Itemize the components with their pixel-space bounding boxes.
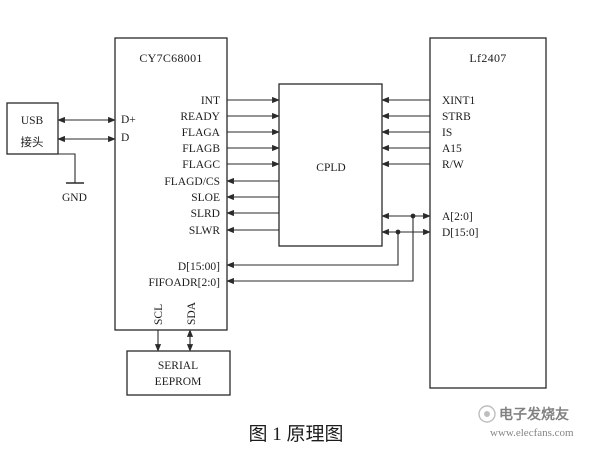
dsp-pin-xint1: XINT1 <box>442 95 475 107</box>
gnd-wire <box>58 153 76 183</box>
usb-label-connector: 接头 <box>21 136 44 149</box>
usb-label: USB <box>21 115 44 127</box>
junction-addr <box>410 213 416 219</box>
mcu-pin-dplus: D+ <box>121 114 136 126</box>
bus-wires <box>226 212 431 285</box>
mcu-cpld-signals <box>226 96 280 234</box>
cy7c68001-chip: CY7C68001 D+ D INT READY FLAGA FLAGB FLA… <box>114 37 228 331</box>
watermark-text: 电子发烧友 <box>499 406 569 423</box>
serial-eeprom: SERIAL EEPROM <box>126 350 231 396</box>
mcu-pin-fifoadr: FIFOADR[2:0] <box>148 277 220 289</box>
cpld-dsp-signals <box>381 96 430 168</box>
lf2407-title: Lf2407 <box>469 51 506 65</box>
usb-connector-box <box>6 102 59 155</box>
junction-data <box>395 229 401 235</box>
wire-d15-bus <box>226 232 399 269</box>
dsp-pin-is: IS <box>442 127 452 139</box>
dsp-pin-data-bus: D[15:0] <box>442 227 478 239</box>
cy7c68001-title: CY7C68001 <box>139 51 202 65</box>
mcu-pin-flagb: FLAGB <box>182 143 220 155</box>
lf2407-chip: Lf2407 XINT1 STRB IS A15 R/W A[2:0] D[15… <box>429 37 547 389</box>
dsp-pin-strb: STRB <box>442 111 471 123</box>
cpld-label: CPLD <box>316 162 345 174</box>
usb-connector: USB 接头 <box>6 102 59 155</box>
dsp-pin-a15: A15 <box>442 143 462 155</box>
dsp-pin-addr-bus: A[2:0] <box>442 211 473 223</box>
figure-caption: 图 1 原理图 <box>248 424 343 445</box>
mcu-pin-flagd-cs: FLAGD/CS <box>164 176 220 188</box>
mcu-pin-data-bus: D[15:00] <box>178 261 220 273</box>
watermark-logo-icon <box>478 405 496 423</box>
mcu-pin-slwr: SLWR <box>189 225 220 237</box>
mcu-pin-slrd: SLRD <box>191 208 220 220</box>
mcu-pin-ready: READY <box>180 111 220 123</box>
mcu-pin-flagc: FLAGC <box>182 159 220 171</box>
lf2407-box <box>429 37 547 389</box>
eeprom-label-serial: SERIAL <box>158 360 198 372</box>
dsp-pin-rw: R/W <box>442 159 464 171</box>
gnd-symbol: GND <box>58 153 87 204</box>
mcu-pin-scl: SCL <box>153 304 165 325</box>
eeprom-label-eeprom: EEPROM <box>155 376 202 388</box>
mcu-pin-sloe: SLOE <box>191 192 220 204</box>
eeprom-box <box>126 350 231 396</box>
watermark: 电子发烧友 www.elecfans.com <box>478 405 574 439</box>
mcu-pin-dminus: D <box>121 132 129 144</box>
mcu-pin-sda: SDA <box>186 301 198 325</box>
cpld-chip: CPLD <box>278 83 383 247</box>
wire-fifoadr-bus <box>226 216 414 285</box>
mcu-pin-int: INT <box>201 95 220 107</box>
gnd-label: GND <box>62 192 87 204</box>
mcu-pin-flaga: FLAGA <box>182 127 221 139</box>
watermark-url: www.elecfans.com <box>490 427 574 439</box>
